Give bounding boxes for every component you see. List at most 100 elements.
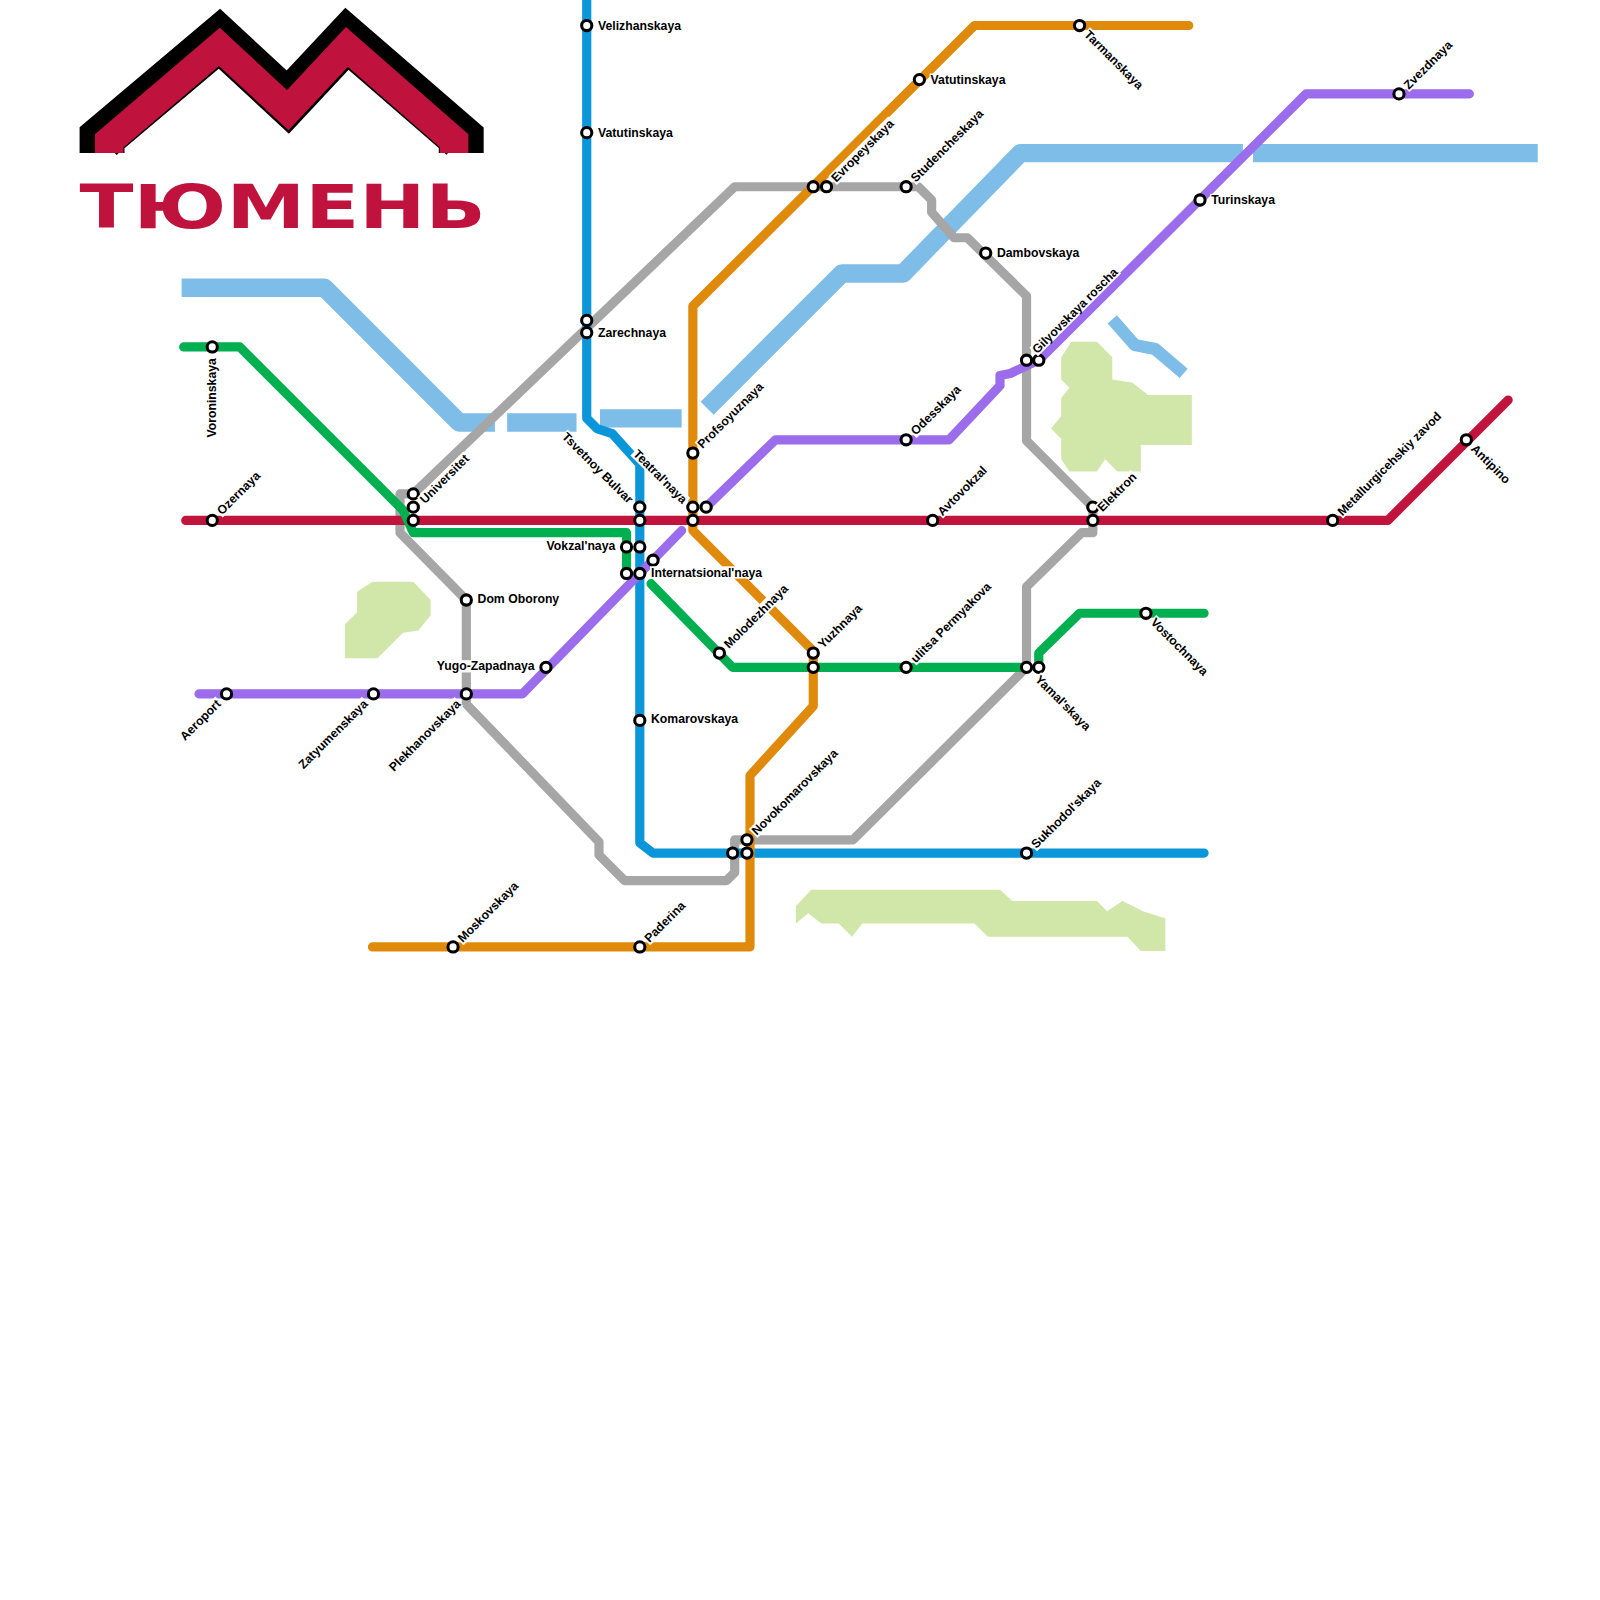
- station-name: Evropeyskaya: [828, 117, 896, 185]
- station-name: Ozernaya: [214, 469, 263, 518]
- logo-outline: [102, 39, 461, 153]
- station-name: Aeroport: [177, 697, 224, 744]
- station-marker: [635, 715, 645, 725]
- station-marker: [808, 662, 818, 672]
- station-name: Gilyovskaya roscha: [1029, 265, 1120, 356]
- station-marker: [914, 74, 924, 84]
- station-marker: [635, 942, 645, 952]
- station-marker: [808, 648, 818, 658]
- station-marker: [821, 182, 831, 192]
- station-name: Zarechnaya: [597, 327, 667, 339]
- station-marker: [742, 848, 752, 858]
- river: [1253, 144, 1538, 162]
- station-name: Yugo-Zapadnaya: [436, 660, 536, 672]
- metro-line: [587, 0, 1204, 853]
- station-marker: [648, 555, 658, 565]
- station-name: Vatutinskaya: [930, 73, 1007, 85]
- station-marker: [1394, 89, 1404, 99]
- station-marker: [1141, 608, 1151, 618]
- station-marker: [408, 502, 418, 512]
- station-marker: [728, 848, 738, 858]
- station-marker: [701, 502, 711, 512]
- station-marker: [901, 435, 911, 445]
- station-marker: [635, 515, 645, 525]
- station-name: Plekhanovskaya: [386, 697, 463, 774]
- river: [507, 413, 576, 431]
- river: [182, 288, 495, 423]
- station-name: Novokomarovskaya: [749, 746, 841, 838]
- station-marker: [1461, 435, 1471, 445]
- station-marker: [221, 689, 231, 699]
- station-name: Dom Oborony: [477, 593, 561, 605]
- station-name: Turinskaya: [1210, 194, 1276, 206]
- station-name: Yuzhnaya: [815, 601, 865, 651]
- station-marker: [408, 515, 418, 525]
- station-marker: [1021, 355, 1031, 365]
- park: [345, 582, 431, 659]
- station-marker: [1034, 355, 1044, 365]
- station-marker: [635, 542, 645, 552]
- station-marker: [688, 502, 698, 512]
- metro-line: [706, 94, 1469, 507]
- station-marker: [368, 689, 378, 699]
- station-marker: [1021, 662, 1031, 672]
- station-marker: [1074, 20, 1084, 30]
- station-marker: [207, 342, 217, 352]
- metro-line: [199, 531, 682, 694]
- station-name: ulitsa Permyakova: [908, 579, 994, 665]
- station-marker: [901, 182, 911, 192]
- river: [1112, 319, 1183, 373]
- station-marker: [448, 942, 458, 952]
- logo-fill: [109, 47, 454, 153]
- station-marker: [582, 315, 592, 325]
- station-name: Molodezhnaya: [721, 582, 791, 652]
- station-marker: [541, 662, 551, 672]
- station-name: Zatyumenskaya: [296, 697, 371, 772]
- station-name: Tsvetnoy Bulvar: [559, 430, 636, 507]
- station-name: Odesskaya: [908, 382, 964, 438]
- station-name: Vokzal'naya: [546, 540, 617, 552]
- station-marker: [1088, 515, 1098, 525]
- station-name: Paderina: [642, 898, 689, 945]
- station-marker: [981, 248, 991, 258]
- station-marker: [688, 515, 698, 525]
- station-name: Metallurgicehskiy zavod: [1334, 409, 1444, 519]
- station-marker: [582, 20, 592, 30]
- station-name: Internatsional'naya: [650, 566, 763, 578]
- station-name: Zvezdnaya: [1401, 38, 1455, 92]
- metro-line: [372, 26, 1188, 947]
- station-marker: [808, 182, 818, 192]
- river: [600, 409, 682, 427]
- station-name: Dambovskaya: [996, 247, 1080, 259]
- station-name: Yamal'skaya: [1032, 672, 1093, 733]
- station-name: Velizhanskaya: [597, 19, 682, 31]
- station-marker: [714, 648, 724, 658]
- station-name: Tarmanskaya: [1081, 27, 1146, 92]
- station-marker: [1021, 848, 1031, 858]
- station-name: Avtovokzal: [934, 463, 989, 518]
- station-name: Vatutinskaya: [597, 127, 674, 139]
- station-marker: [621, 542, 631, 552]
- park: [796, 890, 1165, 951]
- station-name: Profsoyuznaya: [695, 380, 767, 452]
- station-marker: [1034, 662, 1044, 672]
- logo: [102, 39, 461, 153]
- station-marker: [1328, 515, 1338, 525]
- station-marker: [688, 448, 698, 458]
- station-marker: [742, 835, 752, 845]
- station-marker: [582, 328, 592, 338]
- station-name: Teatral'naya: [630, 447, 690, 507]
- station-name: Sukhodol'skaya: [1028, 776, 1104, 852]
- station-marker: [928, 515, 938, 525]
- station-name: Elektron: [1095, 470, 1140, 515]
- station-marker: [582, 128, 592, 138]
- station-marker: [635, 568, 645, 578]
- station-name: Antipino: [1468, 442, 1513, 487]
- station-marker: [461, 689, 471, 699]
- station-marker: [901, 662, 911, 672]
- city-logo-text: ТЮМЕНЬ: [80, 176, 486, 237]
- station-marker: [461, 595, 471, 605]
- metro-line: [184, 347, 627, 574]
